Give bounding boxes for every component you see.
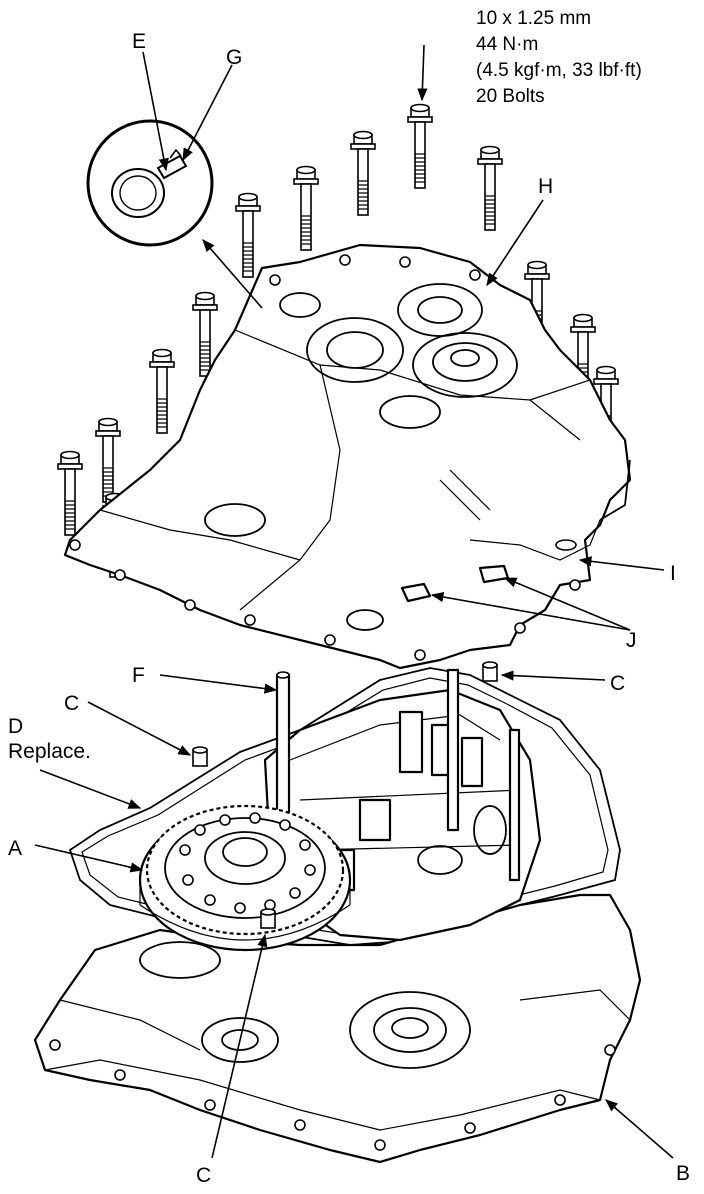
- label-c-bottom: C: [196, 1164, 211, 1187]
- label-h: H: [538, 175, 553, 198]
- label-c-left: C: [64, 692, 79, 715]
- final-drive-gear-a: [138, 804, 352, 952]
- label-i: I: [670, 562, 676, 585]
- bolt-icon: [235, 192, 261, 278]
- gasket-replace: [68, 667, 621, 946]
- upper-transmission-housing: [63, 243, 632, 670]
- dowel-pin-icon: [260, 908, 276, 929]
- shaft: [446, 668, 460, 832]
- detail-arrow: [202, 239, 263, 309]
- bolt-icon: [95, 417, 121, 503]
- torque-spec: 10 x 1.25 mm 44 N·m (4.5 kgf·m, 33 lbf·f…: [476, 8, 642, 107]
- lower-transmission-housing: [33, 893, 642, 1164]
- bolt-icon: [477, 145, 503, 231]
- label-d: D: [8, 715, 23, 738]
- bolt-icon: [407, 103, 433, 189]
- detail-circle: [86, 119, 214, 247]
- dowel-pin-icon: [482, 661, 498, 682]
- dowel-pin-icon: [192, 746, 208, 767]
- torque-spec-count: 20 Bolts: [476, 86, 545, 107]
- bolt-icon: [149, 348, 175, 434]
- torque-spec-nm: 44 N·m: [476, 34, 538, 55]
- label-g: G: [226, 46, 242, 69]
- label-j: J: [626, 629, 637, 652]
- label-d-note: Replace.: [8, 740, 91, 763]
- leader-lines: [34, 44, 674, 1159]
- label-a: A: [8, 837, 22, 860]
- label-f: F: [132, 664, 145, 687]
- label-e: E: [132, 30, 146, 53]
- bolt-icon: [293, 165, 319, 251]
- label-b: B: [676, 1162, 690, 1185]
- bolt-icon: [57, 450, 83, 536]
- label-c-top-right: C: [610, 672, 625, 695]
- torque-spec-size: 10 x 1.25 mm: [476, 8, 591, 29]
- shaft: [508, 728, 521, 882]
- bolt-icon: [350, 130, 376, 216]
- torque-spec-kgf: (4.5 kgf·m, 33 lbf·ft): [476, 60, 642, 81]
